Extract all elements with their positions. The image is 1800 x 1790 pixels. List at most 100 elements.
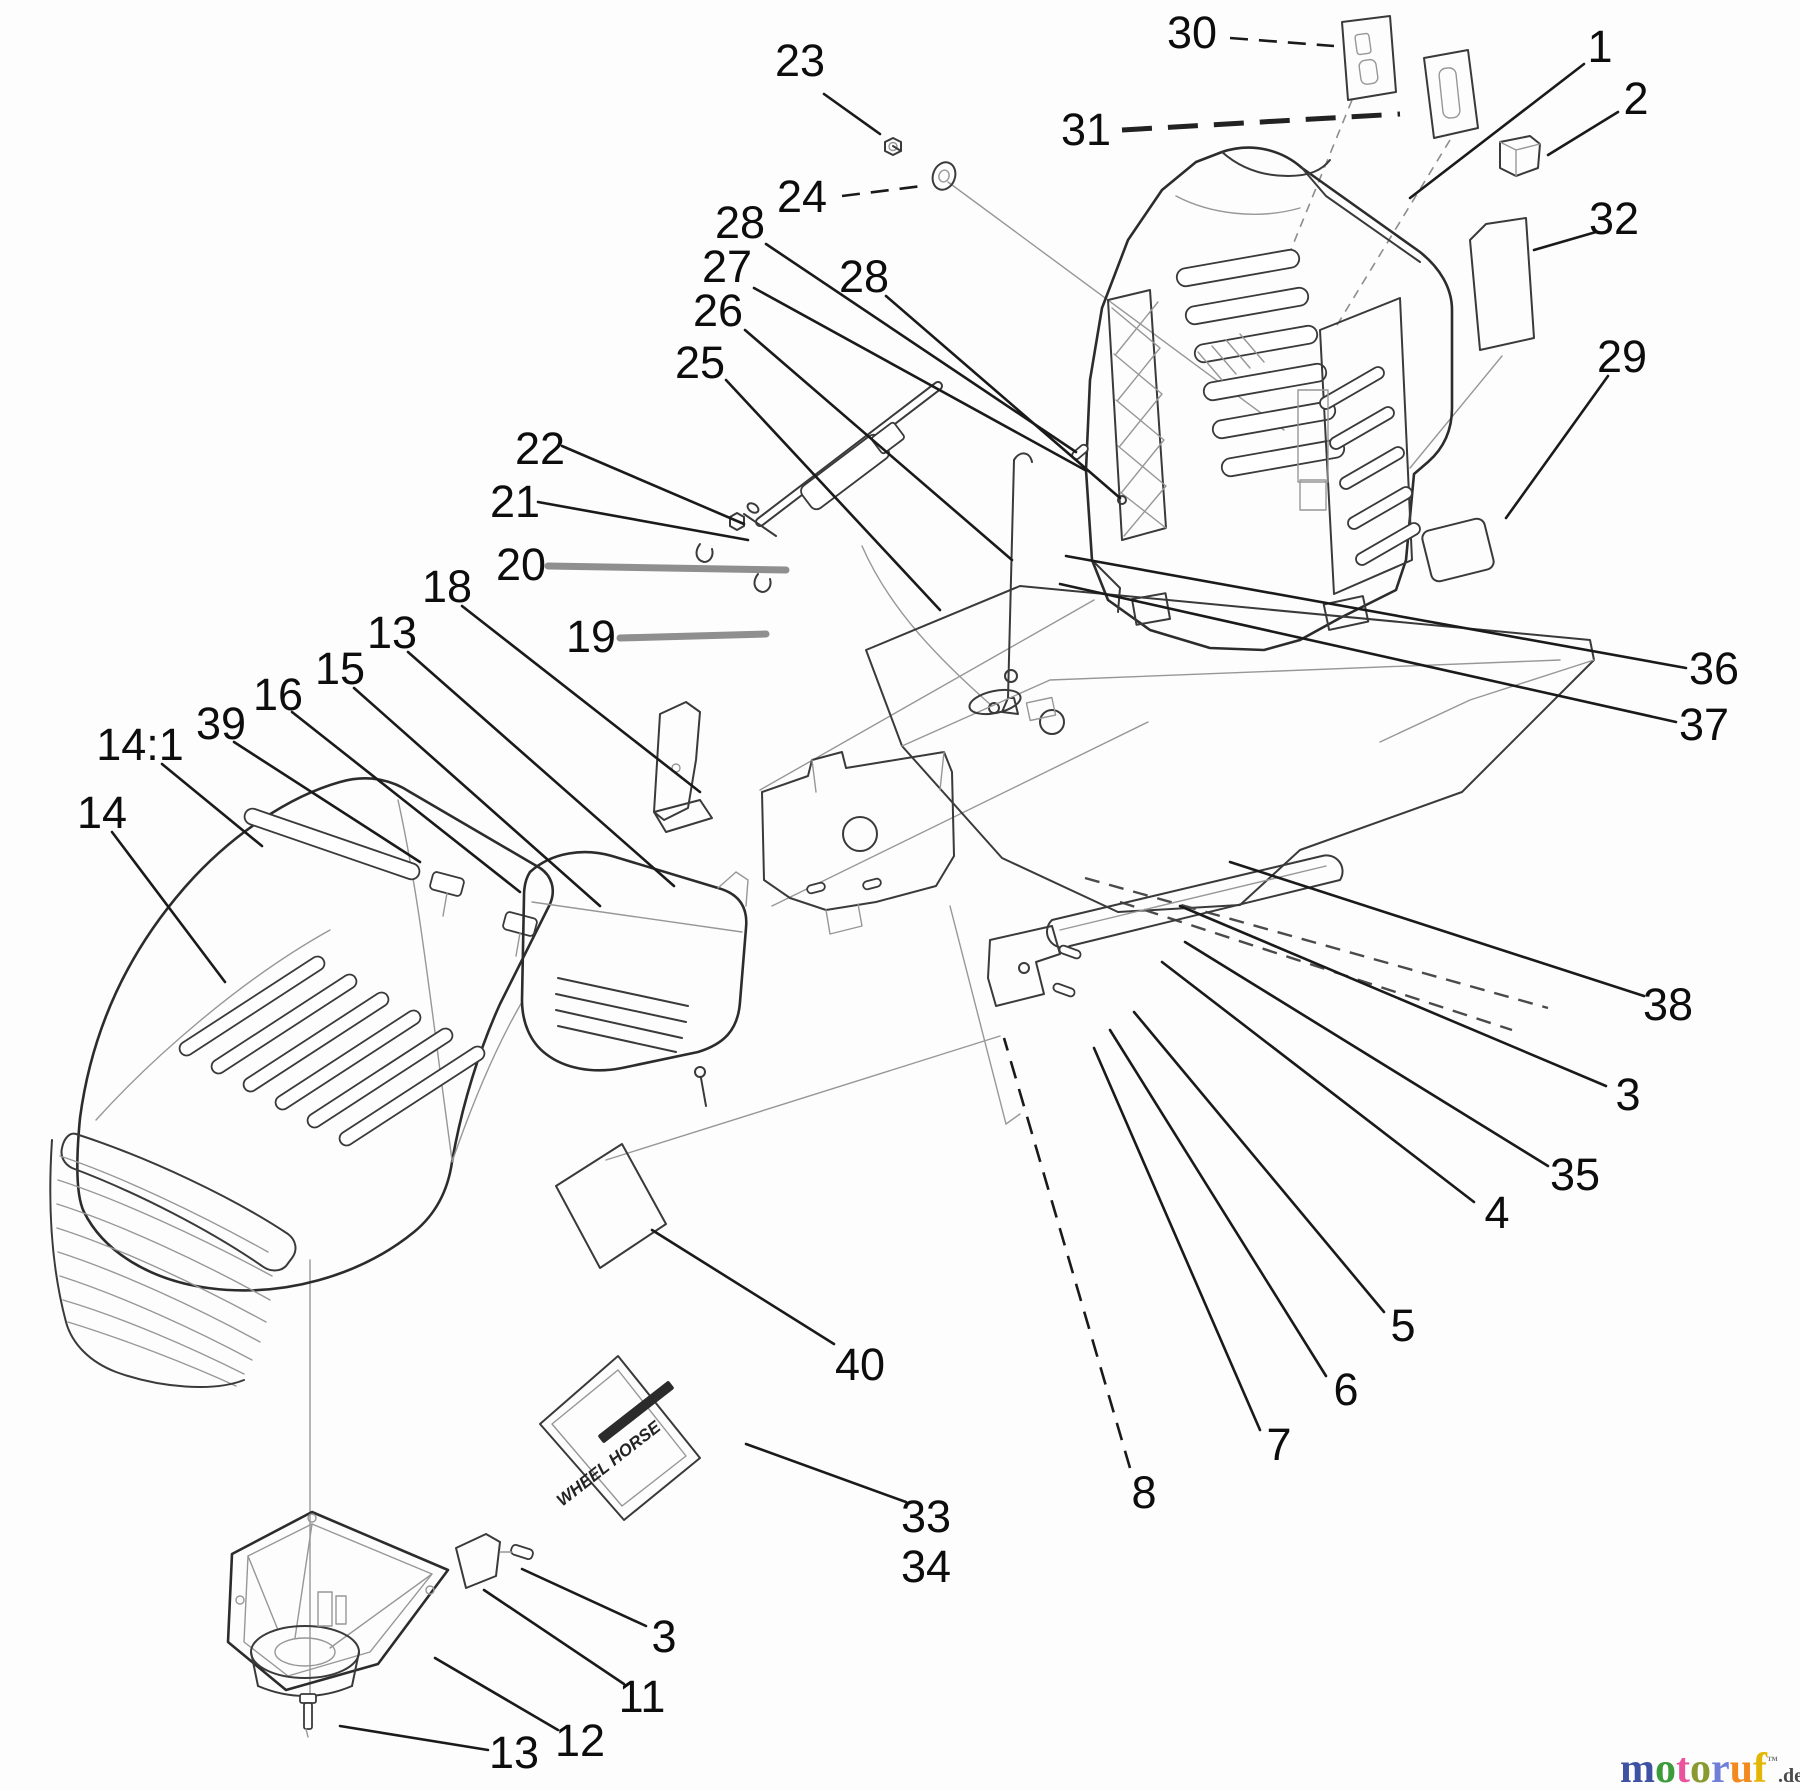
- part-label-3a: 3: [1615, 1069, 1640, 1120]
- part-label-20: 20: [496, 539, 546, 590]
- watermark-letter: r: [1711, 1746, 1730, 1790]
- nut-23: [884, 137, 902, 156]
- plate-29: [1421, 517, 1495, 583]
- air-funnel: [226, 1510, 450, 1697]
- plate-31: [1423, 49, 1479, 139]
- dash-louvers: [1175, 248, 1346, 478]
- motoruf-domain-suffix: .de: [1778, 1765, 1800, 1787]
- part-label-37: 37: [1679, 699, 1729, 750]
- mount-bracket-screws: [987, 925, 1082, 1007]
- decal-plate-40: [555, 1143, 667, 1269]
- watermark-letter: u: [1729, 1746, 1754, 1790]
- part-label-11: 11: [619, 1671, 666, 1722]
- support-bracket-plate: [761, 751, 955, 935]
- hood: [49, 777, 554, 1388]
- part-label-35: 35: [1550, 1149, 1600, 1200]
- leader-line-35: [1183, 940, 1550, 1168]
- part-label-38: 38: [1643, 979, 1693, 1030]
- part-label-6: 6: [1333, 1364, 1358, 1415]
- part-label-22: 22: [515, 423, 565, 474]
- leader-line-31: [1121, 111, 1401, 133]
- part-label-5: 5: [1390, 1300, 1415, 1351]
- part-label-31: 31: [1061, 104, 1111, 155]
- part-label-32: 32: [1589, 193, 1639, 244]
- leader-line-19: [616, 630, 770, 642]
- leader-line-11: [482, 1588, 626, 1686]
- leader-line-13a: [406, 650, 676, 888]
- part-label-28a: 28: [715, 197, 765, 248]
- chassis-frame: [865, 585, 1595, 1032]
- leader-line-27: [752, 286, 1087, 472]
- leader-line-29: [1504, 374, 1610, 520]
- watermark-letter: o: [1690, 1746, 1711, 1790]
- leader-line-2: [1546, 110, 1620, 157]
- leader-line-4: [1160, 960, 1476, 1204]
- part-label-2: 2: [1623, 73, 1648, 124]
- leader-line-15: [352, 686, 602, 908]
- leader-line-24: [841, 184, 923, 198]
- leader-line-23: [822, 92, 882, 136]
- clip-a: [429, 871, 465, 917]
- leader-line-22: [560, 444, 746, 526]
- leader-line-39: [232, 740, 422, 864]
- clip-b: [502, 911, 538, 957]
- dash-tower: [1084, 146, 1454, 652]
- dash-side-panel: [1319, 297, 1421, 595]
- leader-line-32: [1532, 230, 1598, 252]
- part-label-33: 33: [901, 1491, 951, 1542]
- grille: [49, 1139, 273, 1388]
- watermark-letter: t: [1676, 1746, 1690, 1790]
- part-label-141: 14:1: [96, 719, 184, 770]
- headlight-recess: [60, 1132, 297, 1272]
- latch-block-2: [1499, 135, 1541, 177]
- leader-line-13b: [338, 1724, 490, 1752]
- lamp-housing: [520, 850, 749, 1107]
- trademark-symbol: ™: [1767, 1755, 1779, 1767]
- part-label-13b: 13: [489, 1727, 539, 1778]
- part-label-39: 39: [196, 698, 246, 749]
- part-label-36: 36: [1689, 643, 1739, 694]
- part-label-27: 27: [702, 241, 752, 292]
- leader-line-26: [743, 328, 1014, 562]
- leader-line-3b: [520, 1567, 648, 1628]
- part-label-24: 24: [777, 171, 827, 222]
- part-label-18: 18: [422, 561, 472, 612]
- washer-24: [931, 161, 957, 191]
- part-label-40: 40: [835, 1339, 885, 1390]
- leader-line-33: [744, 1442, 908, 1504]
- leader-line-3a: [1178, 904, 1608, 1088]
- leader-line-25: [724, 378, 942, 612]
- leader-line-1: [1408, 62, 1586, 200]
- part-label-8: 8: [1131, 1467, 1156, 1518]
- leader-line-28b: [884, 294, 1122, 500]
- leader-line-38: [1228, 860, 1646, 998]
- part-label-28b: 28: [839, 251, 889, 302]
- part-label-34: 34: [901, 1541, 951, 1592]
- hood-louvers: [178, 955, 486, 1147]
- leader-line-20: [544, 562, 790, 574]
- part-label-29: 29: [1597, 331, 1647, 382]
- watermark-letter: m: [1620, 1746, 1655, 1790]
- trim-strip: [243, 807, 421, 881]
- heat-shield-bracket: [653, 701, 713, 833]
- wheel-horse-decal: WHEEL HORSE: [539, 1355, 701, 1521]
- leader-line-28a: [764, 242, 1078, 454]
- part-label-15: 15: [315, 643, 365, 694]
- motoruf-watermark: motoruf™.de: [1620, 1738, 1800, 1790]
- watermark-letter: f: [1753, 1746, 1768, 1790]
- part-label-21: 21: [490, 476, 540, 527]
- leader-line-12: [433, 1656, 560, 1732]
- leader-line-8: [1002, 1037, 1132, 1469]
- part-label-12: 12: [555, 1715, 605, 1766]
- watermark-letter: o: [1655, 1746, 1676, 1790]
- part-label-26: 26: [693, 285, 743, 336]
- part-label-3b: 3: [651, 1611, 676, 1662]
- leader-line-7: [1092, 1046, 1262, 1432]
- leader-line-141: [160, 762, 264, 848]
- part-label-13a: 13: [367, 607, 417, 658]
- part-label-25: 25: [675, 337, 725, 388]
- leader-line-18: [460, 604, 702, 794]
- part-label-19: 19: [566, 611, 616, 662]
